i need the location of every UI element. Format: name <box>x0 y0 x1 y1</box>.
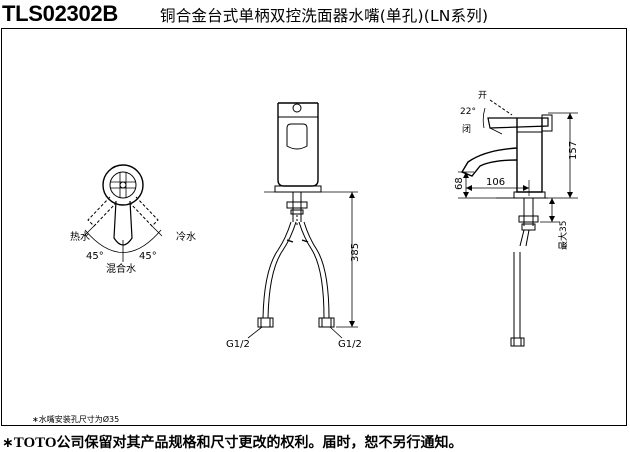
handle-hot-position <box>87 196 117 227</box>
thread-left-label: G1/2 <box>226 339 250 350</box>
handle-cold-position <box>129 196 159 227</box>
mixed-water-label: 混合水 <box>106 262 136 275</box>
mounting-nut <box>286 201 308 209</box>
reach-106-label: 106 <box>486 177 505 188</box>
angle-left-label: 45° <box>86 251 104 262</box>
handle-center-mark <box>119 181 127 189</box>
faucet-body <box>277 103 319 187</box>
cold-water-label: 冷水 <box>176 230 196 243</box>
side-body <box>516 118 543 193</box>
connector-right <box>318 317 335 328</box>
angle-right-label: 45° <box>139 251 157 262</box>
side-view <box>458 99 578 347</box>
model-number: TLS02302B <box>2 1 118 26</box>
close-label: 闭 <box>462 123 471 135</box>
connector-left <box>257 317 274 328</box>
hot-water-label: 热水 <box>70 230 90 243</box>
brand-logo-text: TOTO <box>13 435 57 451</box>
product-name: 铜合金台式单柄双控洗面器水嘴(单孔)(LN系列) <box>160 7 489 25</box>
handle-dial-ticks <box>110 172 136 198</box>
front-view <box>247 102 358 339</box>
side-base <box>513 191 546 199</box>
top-view <box>83 164 163 262</box>
handle-knob-end <box>292 103 302 113</box>
spout-opening <box>286 123 308 150</box>
handle-lever <box>113 200 133 246</box>
footer-mark: ∗ <box>2 435 14 451</box>
hose-left <box>262 221 292 319</box>
handle-angle-arc <box>482 107 486 129</box>
title-bar: TLS02302B 铜合金台式单柄双控洗面器水嘴(单孔)(LN系列) <box>0 0 630 30</box>
height-385-label: 385 <box>350 243 361 262</box>
hose-right <box>298 221 325 319</box>
base-flange <box>274 185 322 193</box>
install-hole-note: ∗水嘴安装孔尺寸为Ø35 <box>32 415 120 424</box>
footer-text: 公司保留对其产品规格和尺寸更改的权利。届时，恕不另行通知。 <box>56 435 463 451</box>
handle-angle-label: 22° <box>460 107 476 117</box>
height-157-label: 157 <box>568 141 579 160</box>
open-label: 开 <box>478 90 487 101</box>
footer-disclaimer: ∗TOTO公司保留对其产品规格和尺寸更改的权利。届时，恕不另行通知。 <box>2 432 463 452</box>
handle-inner-circle <box>109 171 137 199</box>
drawing-frame <box>1 28 627 426</box>
thread-right-label: G1/2 <box>338 339 362 350</box>
spout-height-68-label: 68 <box>454 177 465 190</box>
max-35-label: 最大35 <box>557 221 569 250</box>
handle-base-circle <box>102 164 144 206</box>
side-handle <box>487 117 549 129</box>
